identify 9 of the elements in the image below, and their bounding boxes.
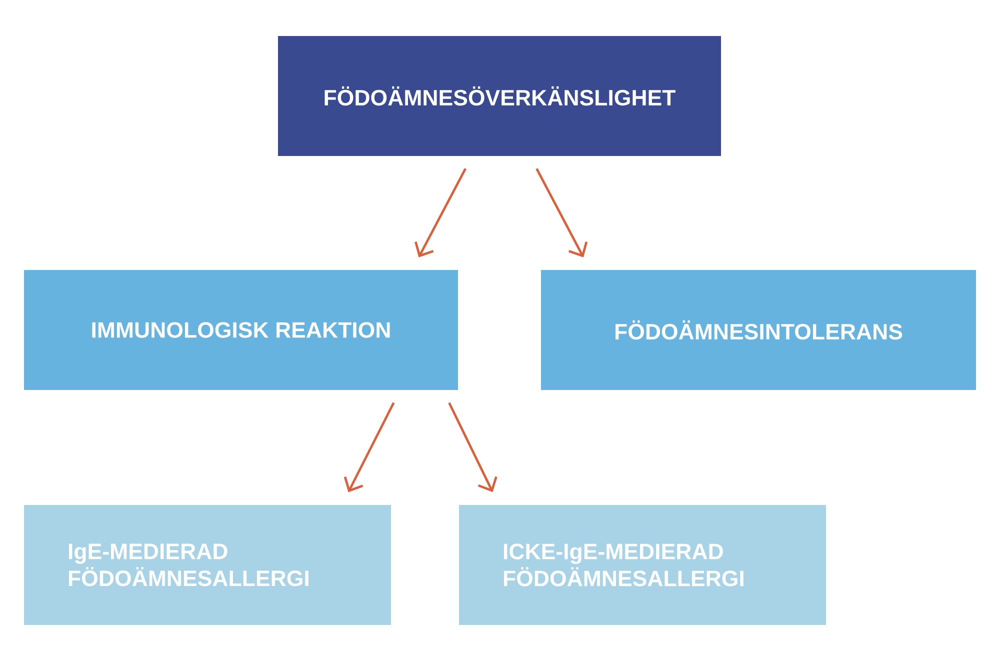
arrow <box>448 402 498 492</box>
process-box: IMMUNOLOGISK REAKTION <box>24 270 458 390</box>
process-box: IgE-MEDIERAD FÖDOÄMNESALLERGI <box>24 505 391 625</box>
process-box: FÖDOÄMNESINTOLERANS <box>541 270 976 390</box>
process-box: ICKE-IgE-MEDIERAD FÖDOÄMNESALLERGI <box>459 505 826 625</box>
arrow <box>536 168 588 258</box>
arrow <box>344 402 395 492</box>
process-box: FÖDOÄMNESÖVERKÄNSLIGHET <box>278 36 722 156</box>
arrow <box>414 168 466 258</box>
